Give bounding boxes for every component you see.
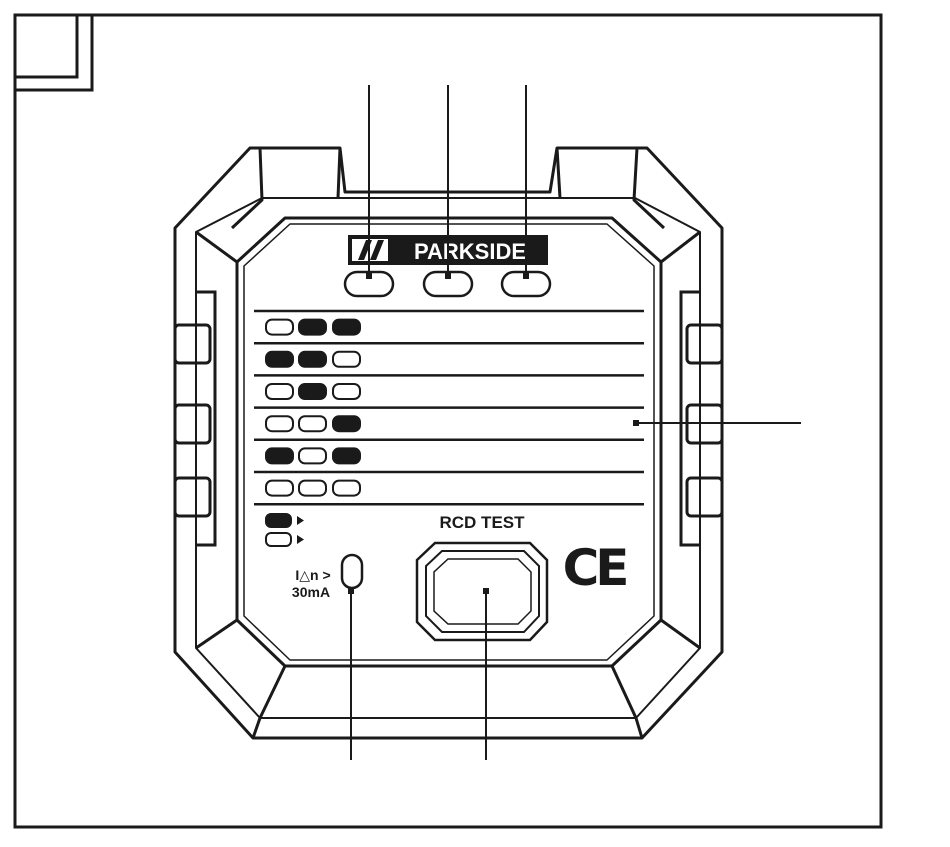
indicator-row: [266, 448, 360, 463]
indicator-lit: [266, 448, 293, 463]
indicator-unlit: [266, 320, 293, 335]
indicator-unlit: [266, 384, 293, 399]
callout-lines: [348, 85, 801, 760]
indicator-unlit: [266, 416, 293, 431]
indicator-unlit: [333, 481, 360, 496]
indicator-lit: [299, 384, 326, 399]
legend-swatch-on: [266, 514, 291, 527]
indicator-unlit: [333, 384, 360, 399]
legend: [266, 514, 304, 546]
indicator-unlit: [333, 352, 360, 367]
legend-arrow-icon: [297, 516, 304, 525]
side-grips: [175, 292, 722, 545]
indicator-lit: [333, 416, 360, 431]
indicator-table: [254, 311, 644, 504]
brand-name: PARKSIDE: [414, 239, 526, 264]
legend-arrow-icon: [297, 535, 304, 544]
indicator-unlit: [299, 416, 326, 431]
indicator-lit: [333, 320, 360, 335]
legend-swatch-off: [266, 533, 291, 546]
rcd-limit-line-1: I△n >: [295, 567, 330, 583]
rcd-limit-label: I△n > 30mA: [292, 567, 331, 600]
indicator-unlit: [299, 448, 326, 463]
indicator-row: [266, 416, 360, 431]
ce-mark: CE: [563, 539, 627, 597]
indicator-row: [266, 320, 360, 335]
indicator-unlit: [299, 481, 326, 496]
indicator-lit: [299, 320, 326, 335]
indicator-row: [266, 481, 360, 496]
indicator-row: [266, 352, 360, 367]
rcd-test-button[interactable]: [417, 543, 547, 640]
indicator-lit: [266, 352, 293, 367]
rcd-test-label: RCD TEST: [440, 513, 526, 532]
indicator-lit: [333, 448, 360, 463]
indicator-row: [266, 384, 360, 399]
indicator-lit: [299, 352, 326, 367]
rcd-limit-line-2: 30mA: [292, 584, 330, 600]
rcd-indicator-lamp: [342, 555, 362, 588]
indicator-unlit: [266, 481, 293, 496]
